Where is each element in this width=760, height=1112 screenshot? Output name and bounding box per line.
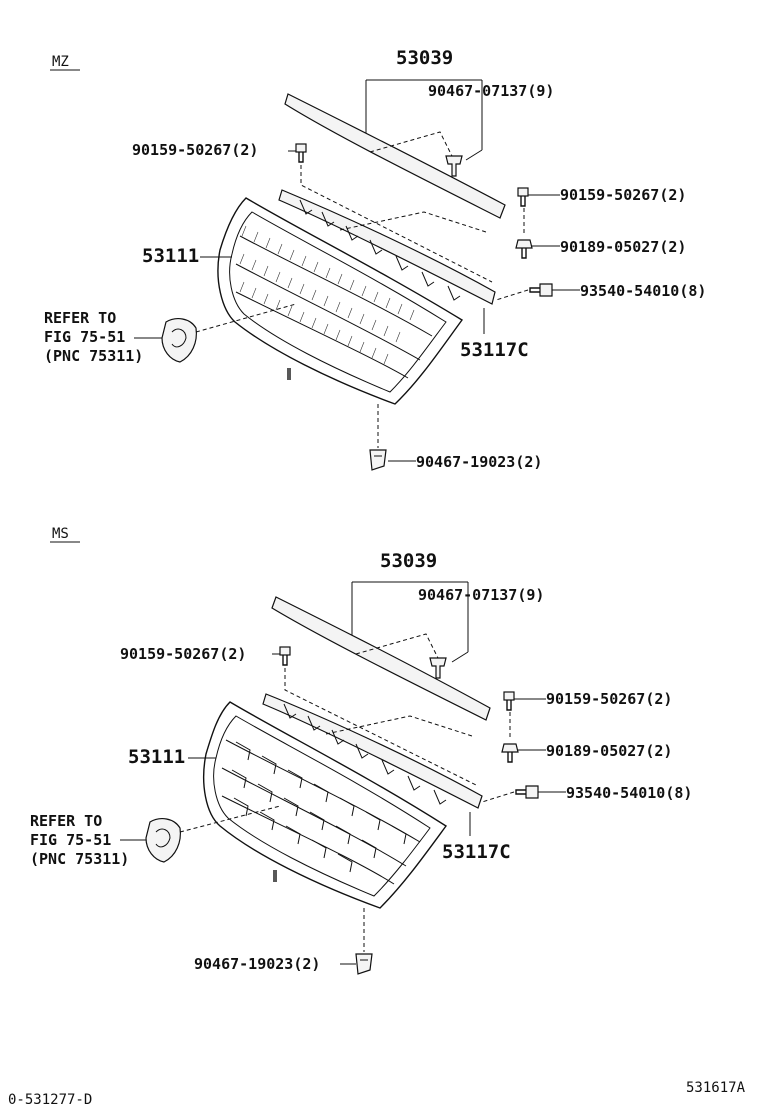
screw-left-dash bbox=[300, 165, 493, 283]
bolt-icon[interactable] bbox=[515, 785, 539, 799]
ref-line-2[interactable]: FIG 75-51 bbox=[44, 328, 125, 346]
nut-icon[interactable] bbox=[515, 239, 533, 259]
part-number-bracket[interactable]: 53117C bbox=[442, 841, 511, 863]
ref-line-3: (PNC 75311) bbox=[30, 850, 129, 868]
upper-molding[interactable] bbox=[271, 596, 491, 721]
part-number-bolt[interactable]: 93540-54010(8) bbox=[566, 784, 692, 802]
footer-left-code: 0-531277-D bbox=[8, 1092, 92, 1108]
ref-line-1: REFER TO bbox=[44, 309, 116, 327]
part-number-nut[interactable]: 90189-05027(2) bbox=[546, 742, 672, 760]
part-number-bolt[interactable]: 93540-54010(8) bbox=[580, 282, 706, 300]
radiator-grille[interactable] bbox=[217, 197, 464, 405]
bolt-dash bbox=[495, 289, 529, 301]
radiator-grille[interactable] bbox=[203, 701, 448, 909]
screw-icon-right[interactable] bbox=[503, 691, 515, 711]
section-mz: MZ 53039 90467-07137(9) 90159-50267(2) bbox=[44, 47, 706, 471]
bracket[interactable] bbox=[262, 693, 483, 809]
bracket-tabs bbox=[283, 703, 447, 805]
bracket-tabs bbox=[299, 199, 461, 301]
ref-line-3: (PNC 75311) bbox=[44, 347, 143, 365]
clip-dash bbox=[369, 131, 453, 157]
molding-clip-icon[interactable] bbox=[445, 155, 463, 177]
part-number-bottom-clip[interactable]: 90467-19023(2) bbox=[194, 955, 320, 973]
part-number-nut[interactable]: 90189-05027(2) bbox=[560, 238, 686, 256]
screw-left-dash bbox=[284, 668, 479, 787]
clip-dash bbox=[355, 633, 439, 659]
part-number-molding-clip[interactable]: 90467-07137(9) bbox=[428, 82, 554, 100]
section-ms: MS 53039 90467-07137(9) 90159-50267(2) bbox=[30, 526, 692, 975]
emblem-icon[interactable] bbox=[145, 818, 181, 863]
variant-label: MZ bbox=[52, 54, 69, 70]
part-number-grille[interactable]: 53111 bbox=[128, 746, 185, 768]
nut-dash bbox=[339, 208, 525, 236]
emblem-dash bbox=[179, 805, 281, 833]
clip-leader bbox=[451, 651, 469, 663]
bottom-clip-icon[interactable] bbox=[369, 449, 387, 471]
clip-leader bbox=[465, 149, 483, 161]
part-number-screw-left[interactable]: 90159-50267(2) bbox=[120, 645, 246, 663]
screw-icon[interactable] bbox=[279, 646, 291, 666]
part-number-bottom-clip[interactable]: 90467-19023(2) bbox=[416, 453, 542, 471]
bolt-dash bbox=[481, 791, 515, 803]
ref-line-2[interactable]: FIG 75-51 bbox=[30, 831, 111, 849]
part-number-screw-right[interactable]: 90159-50267(2) bbox=[546, 690, 672, 708]
bottom-clip-icon[interactable] bbox=[355, 953, 373, 975]
part-number-screw-left[interactable]: 90159-50267(2) bbox=[132, 141, 258, 159]
part-number-grille[interactable]: 53111 bbox=[142, 245, 199, 267]
ref-line-1: REFER TO bbox=[30, 812, 102, 830]
variant-label: MS bbox=[52, 526, 69, 542]
screw-icon-right[interactable] bbox=[517, 187, 529, 207]
part-number-bracket[interactable]: 53117C bbox=[460, 339, 529, 361]
molding-clip-icon[interactable] bbox=[429, 657, 447, 679]
footer-right-code: 531617A bbox=[686, 1080, 746, 1096]
emblem-dash bbox=[195, 303, 297, 333]
part-number-molding-clip[interactable]: 90467-07137(9) bbox=[418, 586, 544, 604]
part-number-screw-right[interactable]: 90159-50267(2) bbox=[560, 186, 686, 204]
nut-dash bbox=[325, 712, 511, 740]
bolt-icon[interactable] bbox=[529, 283, 553, 297]
emblem-icon[interactable] bbox=[161, 318, 197, 363]
part-number-molding[interactable]: 53039 bbox=[396, 47, 453, 69]
nut-icon[interactable] bbox=[501, 743, 519, 763]
upper-molding[interactable] bbox=[284, 93, 506, 219]
screw-icon[interactable] bbox=[295, 143, 307, 163]
part-number-molding[interactable]: 53039 bbox=[380, 550, 437, 572]
